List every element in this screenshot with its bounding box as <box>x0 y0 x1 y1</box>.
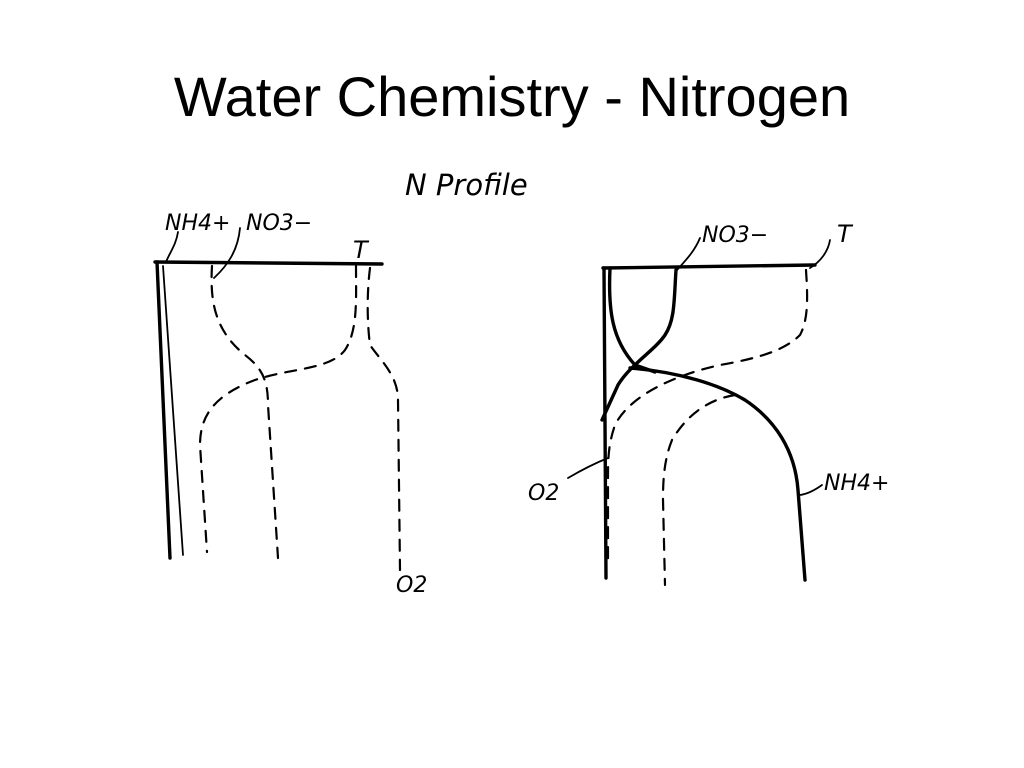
right-oxygen-label: O2 <box>528 481 559 506</box>
right-ammonium-curve <box>628 366 807 582</box>
left-nitrate-leader <box>213 227 241 279</box>
diagram-heading: N Profile <box>405 168 528 202</box>
slide-title: Water Chemistry - Nitrogen <box>173 65 851 128</box>
right-nitrate-leader <box>676 237 701 271</box>
right-depth-axis <box>602 266 608 580</box>
left-ammonium-curve <box>162 265 184 556</box>
left-surface-line <box>153 260 384 266</box>
left-ammonium-label: NH4+ <box>165 211 230 236</box>
left-oxygen-label: O2 <box>396 573 427 598</box>
right-temperature-label: T <box>837 220 854 248</box>
left-temperature-curve <box>198 264 358 554</box>
right-nitrate-label: NO3− <box>702 223 768 248</box>
left-temperature-label: T <box>353 236 370 264</box>
right-ammonium-leader <box>799 484 823 496</box>
left-depth-axis <box>155 260 172 560</box>
right-oxygen-leader <box>567 457 609 479</box>
left-nitrate-label: NO3− <box>246 211 312 236</box>
right-temperature-curve <box>606 268 809 562</box>
right-ammonium-label: NH4+ <box>824 471 889 496</box>
right-temperature-leader <box>809 239 831 269</box>
left-ammonium-leader <box>165 231 179 263</box>
right-nitrate-curve <box>600 268 678 422</box>
left-nitrate-curve <box>210 264 280 560</box>
right-oxygen-upper-curve <box>607 266 657 374</box>
right-profile-panel: NO3− T O2 NH4+ <box>528 220 889 587</box>
right-surface-line <box>601 263 817 270</box>
left-profile-panel: NH4+ NO3− T O2 <box>153 211 427 598</box>
right-oxygen-lower-curve <box>661 393 737 587</box>
left-oxygen-curve <box>366 266 402 572</box>
